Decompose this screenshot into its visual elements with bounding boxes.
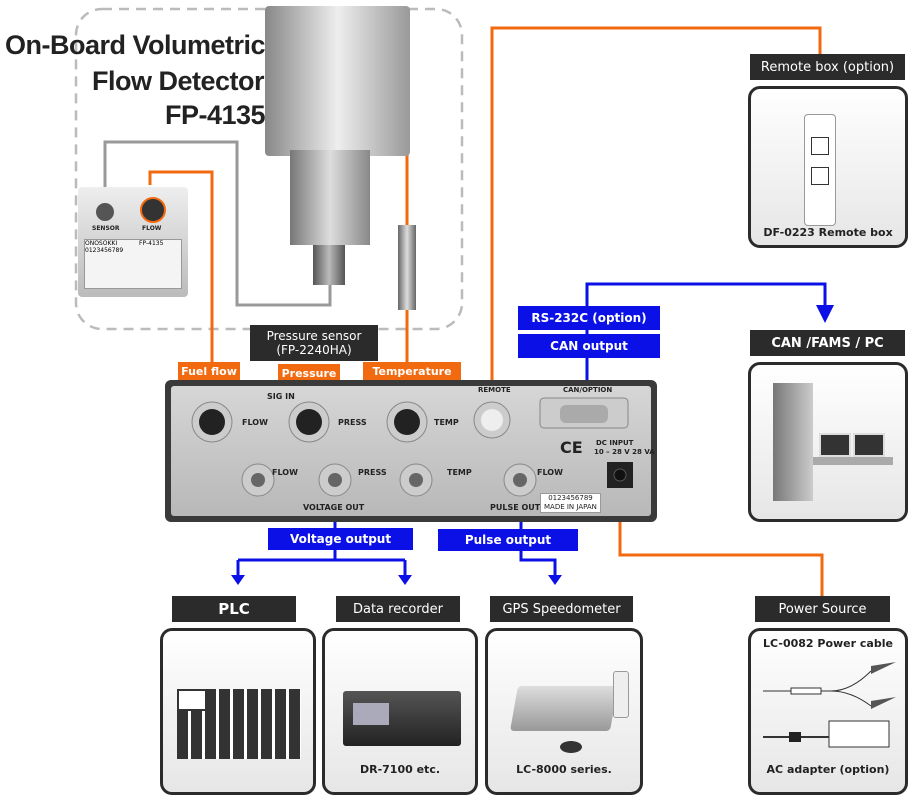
pulse-out-label: PULSE OUT [490, 503, 541, 512]
sensor-cable [103, 140, 332, 307]
pulse-output-label: Pulse output [438, 529, 578, 551]
rs232c-label: RS-232C (option) [518, 306, 660, 330]
data-recorder-label: Data recorder [336, 596, 460, 622]
pressure-sensor-name: Pressure sensor [266, 329, 362, 343]
flow-port-label: FLOW [142, 225, 162, 232]
power-source-card: LC-0082 Power cable AC adapter (option) [748, 628, 908, 795]
sensor-amplifier-box: SENSOR FLOW ONOSOKKI FP-4135 0123456789 [78, 187, 188, 297]
model-label: FP-4135 [139, 240, 164, 247]
sensor-port-label: SENSOR [92, 225, 120, 232]
power-cable-illustration [763, 662, 896, 748]
can-option-port-label: CAN/OPTION [563, 386, 613, 394]
sig-in-label: SIG IN [267, 392, 295, 401]
detector-nozzle [313, 245, 345, 285]
remote-box-card: DF-0223 Remote box [748, 86, 908, 248]
temperature-connector [398, 225, 416, 310]
gps-speedometer-label: GPS Speedometer [490, 596, 633, 622]
sig-flow-label: FLOW [242, 418, 268, 427]
detector-head [265, 6, 410, 156]
power-source-label: Power Source [755, 596, 890, 622]
remote-box-label: Remote box (option) [750, 54, 905, 80]
dc-input-label: DC INPUT [596, 439, 634, 447]
gps-speedometer-card: LC-8000 series. [485, 628, 643, 795]
plc-label: PLC [172, 596, 296, 622]
fuel-flow-label: Fuel flow [178, 362, 240, 380]
title-line1: On-Board Volumetric [5, 30, 266, 60]
made-in-label: MADE IN JAPAN [544, 503, 597, 511]
voltage-output-label: Voltage output [268, 528, 413, 550]
plc-card [160, 628, 316, 795]
pressure-sensor-model: (FP-2240HA) [276, 343, 352, 357]
serial-label: 0123456789 [85, 247, 124, 254]
pulse-flow-label: FLOW [537, 468, 563, 477]
vout-press-label: PRESS [358, 468, 387, 477]
temperature-label: Temperature [363, 362, 461, 380]
voltage-out-label: VOLTAGE OUT [303, 503, 365, 512]
pressure-sensor-label: Pressure sensor (FP-2240HA) [250, 325, 378, 361]
data-recorder-caption: DR-7100 etc. [359, 763, 441, 776]
gps-caption: LC-8000 series. [516, 763, 612, 776]
detector-body [290, 150, 370, 245]
remote-port-label: REMOTE [478, 386, 511, 394]
vout-flow-label: FLOW [272, 468, 298, 477]
fuel-flow-line [148, 170, 221, 404]
ce-mark: CE [560, 438, 583, 457]
can-output-label: CAN output [518, 334, 660, 358]
title-line2: Flow Detector [92, 66, 265, 96]
data-recorder-card: DR-7100 etc. [322, 628, 478, 795]
brand-label: ONOSOKKI [85, 240, 118, 247]
panel-connectors [191, 397, 633, 497]
remote-line [490, 26, 822, 405]
remote-box-caption: DF-0223 Remote box [763, 226, 893, 239]
sig-temp-label: TEMP [434, 418, 459, 427]
power-cable-caption: LC-0082 Power cable [763, 637, 893, 650]
ac-adapter-caption: AC adapter (option) [766, 763, 890, 776]
pc-card [748, 362, 908, 522]
panel-serial: 0123456789 [548, 494, 593, 502]
title-line3: FP-4135 [165, 100, 266, 130]
vout-temp-label: TEMP [447, 468, 472, 477]
dc-range-label: 10 – 28 V 28 VA [594, 448, 655, 456]
pressure-label: Pressure [278, 364, 340, 382]
sig-press-label: PRESS [338, 418, 367, 427]
can-fams-pc-label: CAN /FAMS / PC [750, 330, 905, 356]
